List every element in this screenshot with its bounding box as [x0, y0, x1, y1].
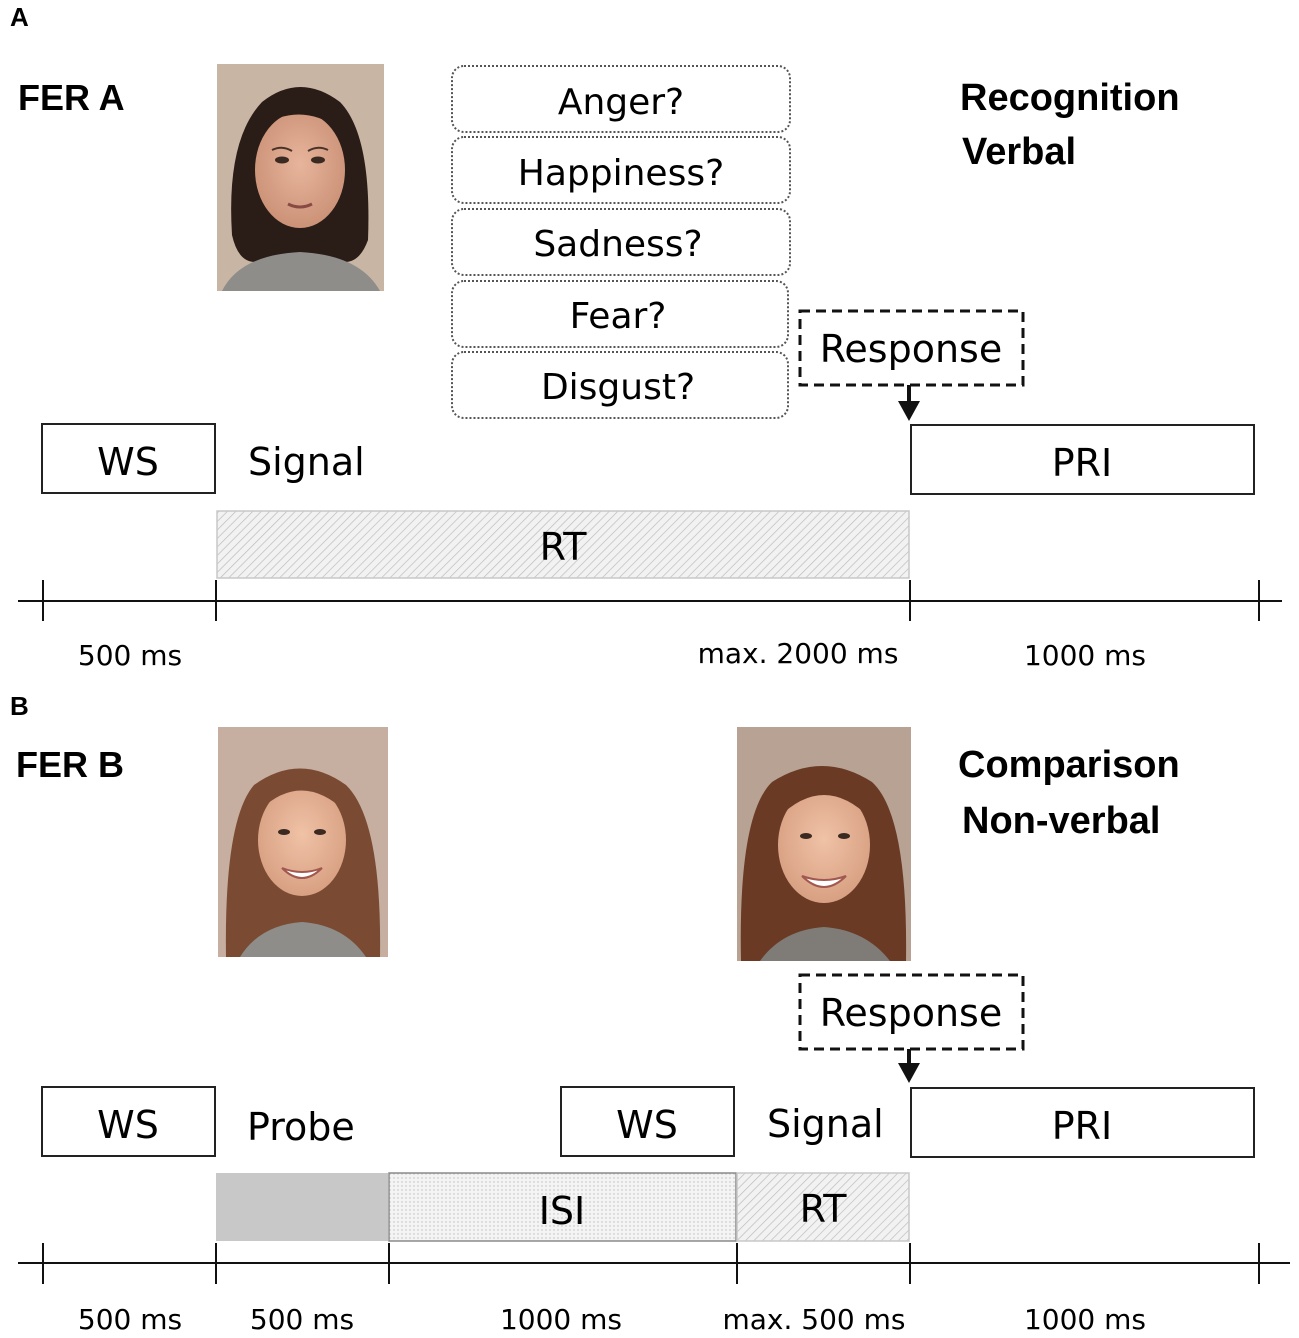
option-anger: Anger?: [558, 82, 684, 123]
pri-label-b: PRI: [1052, 1104, 1113, 1148]
probe-bar: [216, 1173, 388, 1241]
isi-label: ISI: [539, 1189, 586, 1233]
emotion-options: Anger? Happiness? Sadness? Fear? Disgust…: [451, 65, 791, 419]
option-happiness: Happiness?: [518, 153, 724, 194]
duration-a-ws: 500 ms: [78, 639, 182, 672]
duration-a-rt: max. 2000 ms: [698, 637, 899, 670]
option-sadness: Sadness?: [533, 224, 702, 265]
response-label-a: Response: [820, 327, 1003, 371]
response-label-b: Response: [820, 991, 1003, 1035]
ws-box-b2: [560, 1086, 735, 1157]
rt-bar-b: [736, 1172, 910, 1242]
ws-label-a: WS: [97, 440, 159, 484]
panel-a-task-label: FER A: [18, 77, 125, 118]
panel-b-title-line1: Comparison: [958, 744, 1180, 786]
signal-label-b: Signal: [767, 1102, 884, 1146]
option-fear: Fear?: [570, 296, 667, 337]
duration-b-pri: 1000 ms: [1024, 1303, 1146, 1336]
ws-label-b2: WS: [616, 1103, 678, 1147]
ws-label-b1: WS: [97, 1103, 159, 1147]
signal-label-a: Signal: [248, 440, 365, 484]
panel-a-title-line2: Verbal: [962, 131, 1076, 173]
pri-label-a: PRI: [1052, 441, 1113, 485]
duration-b-rt: max. 500 ms: [722, 1303, 905, 1336]
panel-a-letter: A: [10, 2, 29, 32]
face-photo-signal-happy: [737, 727, 911, 961]
pri-box-b: [910, 1087, 1255, 1158]
pri-box-a: [910, 424, 1255, 495]
option-box-disgust: [451, 351, 789, 419]
option-box-sadness: [451, 208, 791, 276]
face-photo-probe-happy: [218, 727, 388, 957]
duration-b-ws: 500 ms: [78, 1303, 182, 1336]
duration-b-isi: 1000 ms: [500, 1303, 622, 1336]
panel-b-letter: B: [10, 691, 29, 721]
rt-label-b: RT: [800, 1187, 848, 1231]
panel-a-title-line1: Recognition: [960, 77, 1180, 119]
option-box-fear: [451, 280, 789, 348]
duration-a-pri: 1000 ms: [1024, 639, 1146, 672]
option-box-anger: [451, 65, 791, 133]
panel-b-title-line2: Non-verbal: [962, 800, 1160, 842]
rt-bar-a: [216, 510, 910, 579]
duration-b-probe: 500 ms: [250, 1303, 354, 1336]
face-photo-fearful: [217, 64, 384, 291]
panel-b: B FER B Comparison Non-verbal: [10, 691, 1290, 1336]
arrow-down-icon: [898, 385, 920, 421]
response-box-a: [798, 309, 1025, 387]
isi-bar: [388, 1172, 737, 1242]
ws-box-b1: [41, 1086, 216, 1157]
timeline-b: [18, 1243, 1290, 1284]
option-disgust: Disgust?: [541, 367, 695, 408]
timeline-a: [18, 580, 1282, 621]
panel-a: A FER A Recognition Verbal Anger? Happin…: [10, 2, 1282, 672]
option-box-happiness: [451, 136, 791, 204]
panel-b-task-label: FER B: [16, 744, 124, 785]
response-box-b: [798, 973, 1025, 1051]
rt-label-a: RT: [540, 525, 588, 569]
ws-box-a: [41, 423, 216, 494]
probe-label: Probe: [247, 1105, 355, 1149]
arrow-down-icon: [898, 1049, 920, 1083]
